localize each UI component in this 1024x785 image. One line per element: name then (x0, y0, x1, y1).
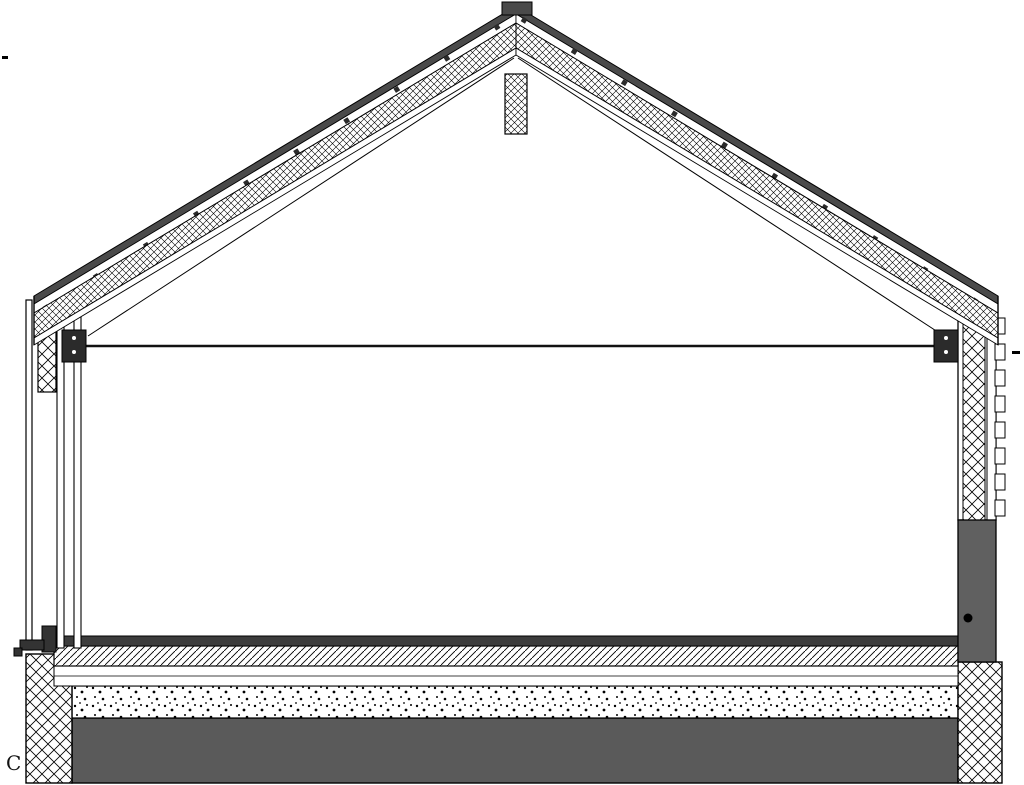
plate-bolt (944, 350, 948, 354)
wall-right-insulation (962, 305, 986, 521)
floor-finish-band (53, 635, 959, 647)
roof-right-sheeting (515, 5, 999, 305)
roof-right-inner-lining (515, 47, 999, 346)
batten (994, 343, 1006, 361)
floor-screed-hatch (53, 645, 959, 667)
batten (994, 447, 1006, 465)
wall-left-mullion-outer (56, 313, 65, 649)
truss (61, 57, 959, 363)
wall-right-battens (994, 317, 1006, 517)
floor-top-layers (53, 635, 959, 687)
roof-right-insulation (515, 22, 999, 339)
wall-left-outer-skin (25, 299, 33, 651)
batten (994, 421, 1006, 439)
foundation-right (957, 661, 1003, 784)
plate-bolt (72, 336, 76, 340)
batten (994, 395, 1006, 413)
wall-left-base-anchor (13, 647, 23, 657)
roof-left-air-gap (33, 13, 517, 314)
roof-left-slope (33, 5, 517, 346)
tie-rod-plate-right (933, 329, 959, 363)
roof-left-sheeting (33, 5, 517, 305)
batten (994, 499, 1006, 517)
ridge-cap (501, 1, 533, 16)
floor-slab (71, 717, 959, 784)
wall-right-solid-lower (957, 519, 997, 663)
batten (994, 473, 1006, 491)
tick-mark-left (2, 56, 8, 59)
roof-right-slope (515, 5, 999, 346)
batten (994, 369, 1006, 387)
floor-granular-insulation (71, 685, 959, 719)
section-label: C (6, 751, 21, 775)
floor-assembly (71, 685, 959, 784)
ridge-post (504, 73, 528, 135)
wall-right-fixing-dot (963, 613, 973, 623)
plate-bolt (944, 336, 948, 340)
tick-mark-right (1012, 351, 1020, 354)
roof-left-insulation (33, 22, 517, 339)
plate-bolt (72, 350, 76, 354)
truss-chord-right (517, 57, 945, 337)
wall-left-base-bracket (19, 639, 45, 651)
wall-left-base-post (41, 625, 57, 653)
wall-left-mullion-inner (73, 313, 82, 649)
wall-right (957, 301, 1006, 663)
truss-chord-left (87, 57, 515, 337)
tie-rod-plate-left (61, 329, 87, 363)
roof-left-inner-lining (33, 47, 517, 346)
